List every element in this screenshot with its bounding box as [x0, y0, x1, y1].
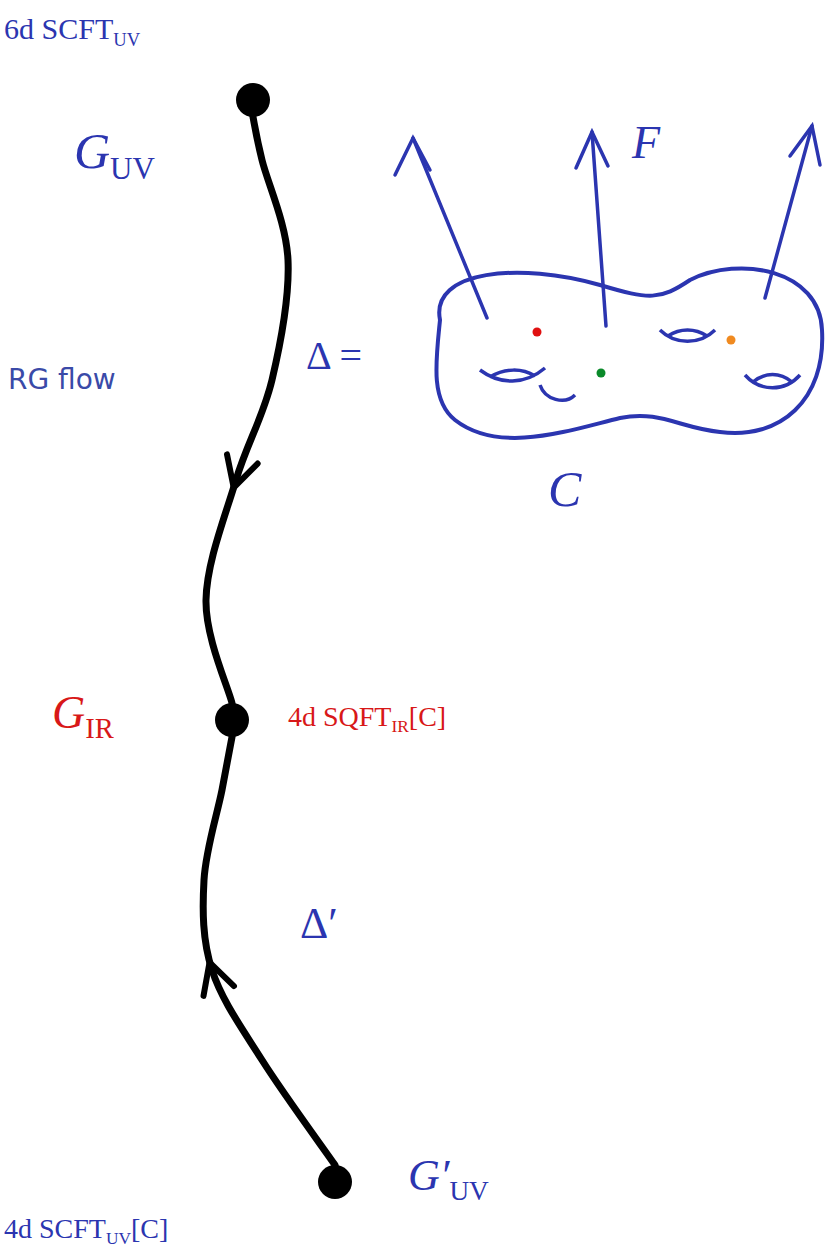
symbol-text: 6d SCFT [4, 12, 113, 45]
point-label: 4d SCFTUV[C] [4, 1214, 168, 1248]
flow-point: GIR4d SQFTIR[C] [215, 703, 249, 737]
subscript: UV [113, 29, 140, 50]
point-label: G′UV [408, 1152, 489, 1206]
green-puncture [597, 369, 606, 378]
math-label: F [632, 118, 660, 169]
flow-label: RG flow [8, 365, 116, 396]
flux-arrows [395, 126, 820, 326]
point-label: GUV [74, 124, 155, 186]
math-label: Δ = [306, 334, 362, 378]
flow-label: Δ′ [300, 900, 338, 948]
subscript: UV [449, 1176, 488, 1206]
symbol-text: [C] [409, 701, 446, 732]
subscript: IR [85, 713, 114, 744]
handles [480, 330, 800, 400]
rg-flow-curve [203, 737, 335, 1165]
arrowhead [227, 454, 258, 487]
flow-point: G′UV4d SCFTUV[C] [318, 1165, 352, 1199]
point-label: 6d SCFTUV [4, 12, 140, 50]
rg-flow-curve [206, 117, 288, 703]
flow-point: 6d SCFTUVGUV [236, 83, 270, 117]
subscript: IR [391, 717, 408, 736]
symbol-text: 4d SCFT [4, 1213, 106, 1244]
symbol-text: 4d SQFT [288, 701, 391, 732]
point-label: 4d SQFTIR[C] [288, 702, 446, 736]
symbol-text: G′ [408, 1151, 449, 1200]
subscript: UV [110, 151, 155, 186]
symbol-text: G [74, 123, 110, 179]
symbol-text: [C] [131, 1213, 168, 1244]
orange-puncture [727, 336, 736, 345]
math-label: C [548, 462, 581, 517]
arrowhead [204, 962, 234, 995]
subscript: UV [106, 1229, 131, 1248]
point-label: GIR [52, 688, 114, 744]
red-puncture [533, 328, 542, 337]
symbol-text: G [52, 687, 85, 738]
